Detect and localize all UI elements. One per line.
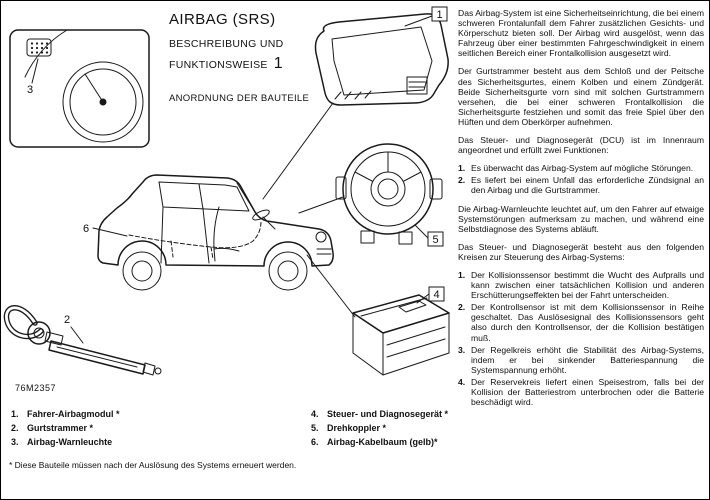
legend-item: 3. Airbag-Warnleuchte	[11, 437, 311, 447]
list-item-number: 4.	[458, 376, 466, 387]
airbag-module-illustration: 1	[262, 6, 449, 200]
dcu-functions-list: 1. Es überwacht das Airbag-System auf mö…	[458, 163, 704, 195]
pretensioner-tube	[48, 340, 146, 375]
car-illustration: 6	[83, 174, 334, 291]
legend-item-number: 6.	[311, 437, 319, 447]
legend-item-label: Airbag-Kabelbaum (gelb)*	[327, 437, 438, 447]
subtitle-line-1: BESCHREIBUNG UND	[169, 38, 284, 50]
list-item-text: Es überwacht das Airbag-System auf mögli…	[471, 163, 694, 174]
description-column: Das Airbag-System ist eine Sicherheitsei…	[458, 8, 704, 415]
list-item-text: Der Kollisionssensor bestimmt die Wucht …	[471, 269, 704, 301]
subtitle-line-2: FUNKTIONSWEISE	[169, 59, 268, 72]
title-block: AIRBAG (SRS) BESCHREIBUNG UND FUNKTIONSW…	[169, 11, 309, 104]
legend-item: 1. Fahrer-Airbagmodul *	[11, 409, 311, 419]
front-wheel	[268, 251, 308, 291]
callout-6: 6	[83, 223, 89, 235]
dcu-circuits-list: 1. Der Kollisionssensor bestimmt die Wuc…	[458, 270, 704, 407]
rotary-coupler-illustration: 5	[298, 143, 444, 247]
list-item: 1. Es überwacht das Airbag-System auf mö…	[458, 163, 704, 173]
airbag-harness	[128, 220, 262, 249]
list-item-text: Es liefert bei einem Unfall das erforder…	[471, 175, 704, 196]
paragraph-kreise-intro: Das Steuer- und Diagnosegerät besteht au…	[458, 241, 704, 262]
paragraph-airbag-system: Das Airbag-System ist eine Sicherheitsei…	[458, 8, 704, 59]
list-item: 4. Der Reservekreis liefert einen Speise…	[458, 377, 704, 407]
legend-item-label: Steuer- und Diagnosegerät *	[327, 409, 449, 419]
legend-item-number: 5.	[311, 423, 319, 433]
list-item-text: Der Kontrollsensor ist mit dem Kollision…	[471, 302, 704, 343]
rear-wheel	[122, 251, 162, 291]
drawing-number: 76M2357	[15, 383, 56, 393]
section-number: 1	[273, 55, 283, 73]
legend-item-label: Fahrer-Airbagmodul *	[27, 409, 120, 419]
instrument-cluster-inset: 3	[9, 29, 150, 148]
list-item: 3. Der Regelkreis erhöht die Stabilität …	[458, 345, 704, 375]
list-item: 2. Der Kontrollsensor ist mit dem Kollis…	[458, 302, 704, 342]
callout-4-box	[428, 286, 445, 302]
legend-item: 6. Airbag-Kabelbaum (gelb)*	[311, 437, 453, 447]
legend-item-number: 2.	[11, 423, 19, 433]
callout-1-box	[431, 6, 448, 22]
legend-item-label: Drehkoppler *	[327, 423, 387, 433]
list-item-number: 1.	[458, 163, 466, 174]
callout-1: 1	[436, 9, 442, 21]
legend-item-number: 1.	[11, 409, 19, 419]
side-windows	[158, 181, 250, 212]
legend: 1. Fahrer-Airbagmodul * 2. Gurtstrammer …	[11, 409, 453, 451]
legend-footnote: * Diese Bauteile müssen nach der Auslösu…	[9, 460, 297, 470]
legend-item-number: 3.	[11, 437, 19, 447]
callout-2: 2	[64, 314, 70, 326]
page-subtitle: BESCHREIBUNG UND FUNKTIONSWEISE 1	[169, 36, 309, 77]
list-item-text: Der Regelkreis erhöht die Stabilität des…	[471, 344, 704, 375]
legend-column-right: 4. Steuer- und Diagnosegerät * 5. Drehko…	[311, 409, 453, 451]
page-title: AIRBAG (SRS)	[169, 11, 276, 28]
callout-3: 3	[27, 84, 33, 96]
legend-column-left: 1. Fahrer-Airbagmodul * 2. Gurtstrammer …	[11, 409, 311, 451]
speedometer-gauge	[62, 61, 144, 143]
list-item: 2. Es liefert bei einem Unfall das erfor…	[458, 175, 704, 195]
steering-wheel	[252, 209, 270, 221]
callout-5: 5	[432, 234, 438, 246]
belt-buckle	[44, 331, 64, 346]
legend-item-number: 4.	[311, 409, 319, 419]
list-item: 1. Der Kollisionssensor bestimmt die Wuc…	[458, 270, 704, 300]
paragraph-dcu-intro: Das Steuer- und Diagnosegerät (DCU) ist …	[458, 135, 704, 156]
list-item-number: 2.	[458, 175, 466, 186]
parts-location-illustration: 3 1	[3, 6, 450, 393]
legend-item: 2. Gurtstrammer *	[11, 423, 311, 433]
list-item-number: 1.	[458, 269, 466, 280]
headlight	[315, 231, 327, 243]
dcu-illustration: 4	[306, 254, 450, 376]
callout-4: 4	[433, 289, 439, 301]
list-item-text: Der Reservekreis liefert einen Speisestr…	[471, 376, 704, 408]
paragraph-warnleuchte: Die Airbag-Warnleuchte leuchtet auf, um …	[458, 203, 704, 234]
legend-item: 4. Steuer- und Diagnosegerät *	[311, 409, 453, 419]
seat	[213, 206, 240, 252]
list-item-number: 3.	[458, 344, 466, 355]
legend-item-label: Gurtstrammer *	[27, 423, 94, 433]
legend-item: 5. Drehkoppler *	[311, 423, 453, 433]
pretensioner-illustration: 2 76M2357	[3, 305, 162, 393]
section-title: ANORDNUNG DER BAUTEILE	[169, 93, 310, 105]
paragraph-gurtstrammer: Der Gurtstrammer besteht aus dem Schloß …	[458, 66, 704, 127]
list-item-number: 2.	[458, 302, 466, 313]
callout-5-box	[427, 231, 444, 247]
airbag-warning-lamp-icon	[26, 38, 52, 57]
legend-item-label: Airbag-Warnleuchte	[27, 437, 113, 447]
